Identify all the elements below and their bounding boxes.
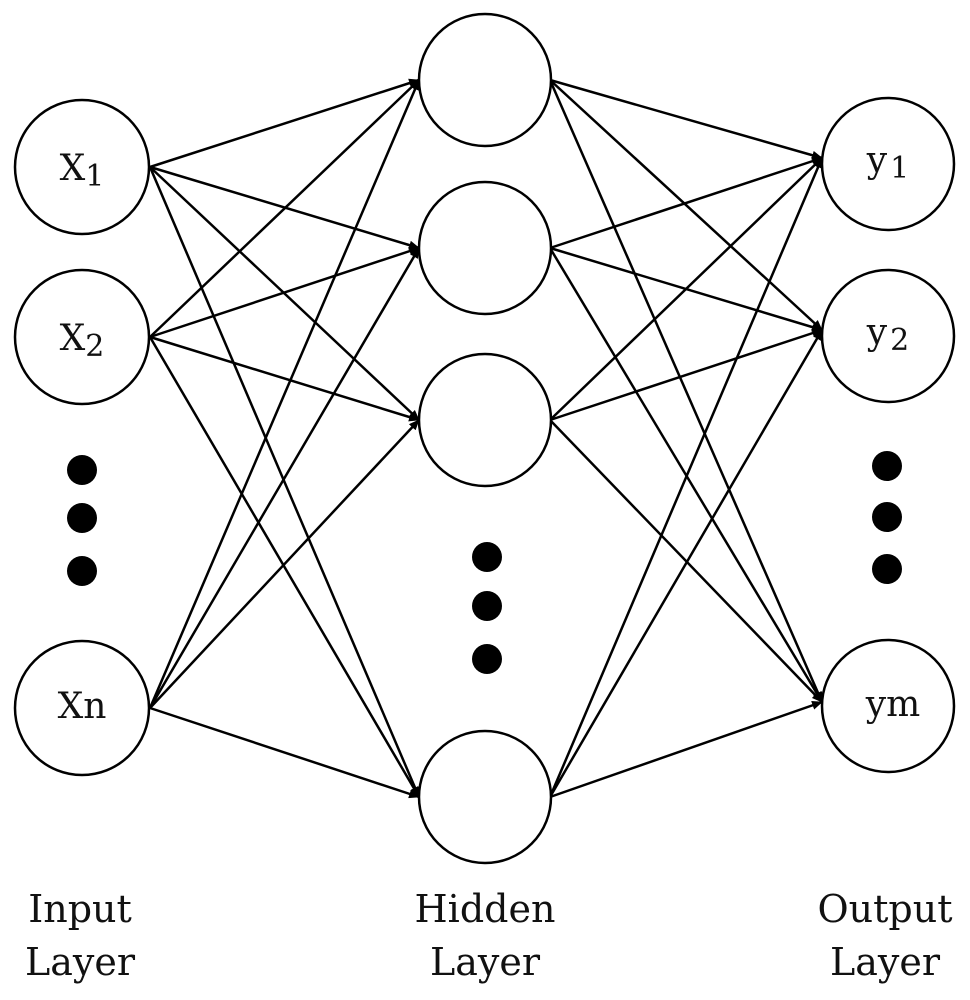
input-layer: X1 X2 Xn: [13, 98, 151, 777]
output-ellipsis-dot: [872, 554, 902, 584]
edge-h1-ym: [548, 79, 824, 703]
edge-xn-h3: [149, 419, 420, 709]
input-node-1: [13, 98, 151, 236]
input-node-2: [13, 268, 151, 406]
edge-xn-hk: [149, 706, 420, 799]
input-node-1-label: X1: [60, 148, 105, 194]
output-node-m: [820, 638, 956, 774]
edge-h3-ym: [549, 419, 823, 703]
edge-x2-h3: [149, 335, 420, 422]
input-layer-label: Layer: [25, 940, 136, 984]
output-node-1: [820, 96, 956, 232]
input-node-2-label: X2: [60, 318, 105, 364]
edge-xn-h1: [148, 79, 421, 709]
edge-x1-hk: [148, 166, 421, 798]
hidden-node-3: [417, 352, 553, 488]
layer-labels: Input Layer Hidden Layer Output Layer: [25, 887, 952, 984]
connection-lines: [148, 78, 824, 799]
edge-h1-y2: [549, 79, 823, 331]
edge-xn-h2: [148, 247, 421, 709]
edge-x2-h1: [149, 79, 420, 338]
output-ellipsis-dot: [872, 451, 902, 481]
output-node-m-label: ym: [865, 684, 920, 725]
output-layer-label: Output: [818, 887, 953, 931]
input-node-n: [13, 639, 151, 777]
edge-h2-y1: [549, 156, 823, 250]
input-ellipsis-dot: [67, 556, 97, 586]
input-ellipsis-dot: [67, 503, 97, 533]
edge-h3-y2: [549, 328, 823, 422]
hidden-ellipsis-dot: [472, 542, 502, 572]
edge-x1-h1: [149, 78, 420, 169]
edge-x2-hk: [148, 336, 421, 798]
hidden-ellipsis-dot: [472, 644, 502, 674]
edge-hk-ym: [549, 700, 823, 799]
edge-hk-y1: [548, 157, 824, 798]
output-layer-label: Layer: [830, 940, 941, 984]
hidden-ellipsis-dot: [472, 591, 502, 621]
input-layer-label: Input: [28, 887, 132, 931]
hidden-layer-label: Layer: [430, 940, 541, 984]
hidden-layer: [417, 12, 553, 865]
input-node-n-label: Xn: [58, 686, 107, 727]
edge-h1-y1: [549, 78, 823, 160]
edge-hk-y2: [548, 329, 824, 798]
output-node-2: [820, 268, 956, 404]
output-ellipsis-dot: [872, 502, 902, 532]
hidden-node-2: [417, 180, 553, 316]
input-ellipsis-dot: [67, 455, 97, 485]
edge-x2-h2: [149, 246, 420, 339]
hidden-layer-label: Hidden: [415, 887, 556, 931]
edge-h3-y1: [549, 157, 823, 421]
hidden-node-k: [417, 729, 553, 865]
hidden-node-1: [417, 12, 553, 148]
